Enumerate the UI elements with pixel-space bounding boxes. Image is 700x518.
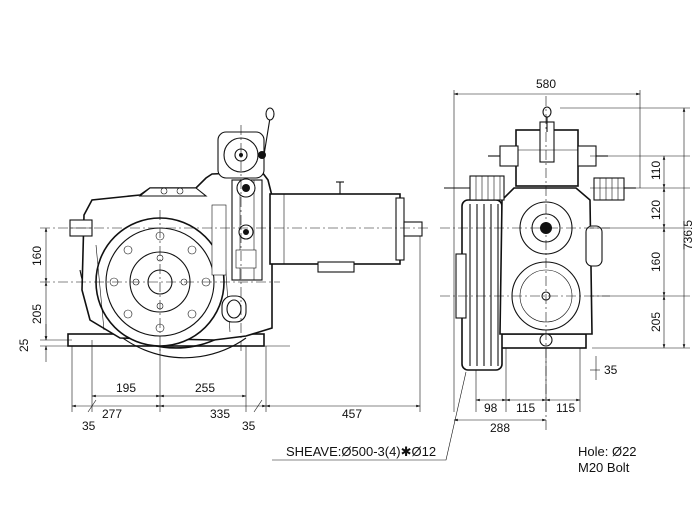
side-sheave <box>455 199 503 371</box>
notes: SHEAVE:Ø500-3(4)✱Ø12 Hole: Ø22 M20 Bolt <box>272 371 637 475</box>
dim-side-580: 580 <box>536 77 556 91</box>
dim-front-35-left: 35 <box>82 419 96 433</box>
dim-front-195: 195 <box>116 381 136 395</box>
dim-side-205: 205 <box>649 312 663 332</box>
dim-front-35-right: 35 <box>242 419 256 433</box>
front-dimensions: 160 205 25 195 255 277 335 457 35 35 <box>17 227 421 433</box>
side-view <box>440 90 690 430</box>
dim-side-98: 98 <box>484 401 498 415</box>
sheave-note: SHEAVE:Ø500-3(4)✱Ø12 <box>286 444 436 459</box>
side-dimensions: 580 110 120 160 205 736.5 35 98 115 115 … <box>453 77 695 435</box>
dim-front-160: 160 <box>30 246 44 266</box>
dim-side-120: 120 <box>649 200 663 220</box>
front-motor <box>269 181 423 273</box>
bolt-note: M20 Bolt <box>578 460 630 475</box>
hole-note: Hole: Ø22 <box>578 444 637 459</box>
front-brake-top <box>217 107 275 179</box>
front-view <box>40 107 430 412</box>
dim-front-335: 335 <box>210 407 230 421</box>
dim-front-277: 277 <box>102 407 122 421</box>
dim-front-205: 205 <box>30 304 44 324</box>
dim-front-255: 255 <box>195 381 215 395</box>
dim-side-115-b: 115 <box>556 401 575 415</box>
dim-front-25: 25 <box>17 338 31 352</box>
dim-side-736-5: 736.5 <box>681 220 695 250</box>
side-brake-top <box>488 106 608 187</box>
dim-side-115-a: 115 <box>516 401 535 415</box>
side-springs <box>444 175 636 201</box>
front-brake-assembly <box>231 178 263 281</box>
dim-side-110: 110 <box>649 161 663 180</box>
dim-side-160: 160 <box>649 252 663 272</box>
dim-front-457: 457 <box>342 407 362 421</box>
dim-side-288: 288 <box>490 421 510 435</box>
dim-side-35: 35 <box>604 363 618 377</box>
